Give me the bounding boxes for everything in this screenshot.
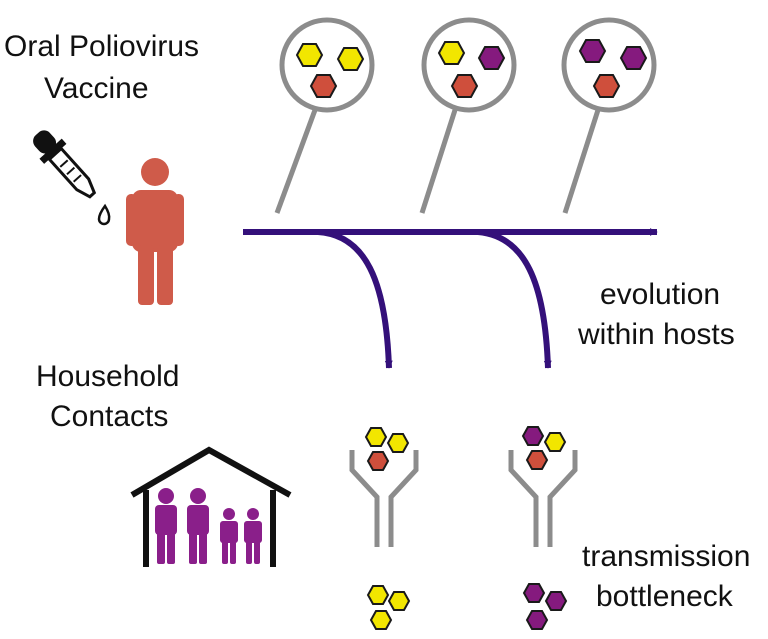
- virion-yellow: [366, 585, 390, 605]
- receptor-icon: [508, 426, 578, 547]
- receptor-icon: [349, 427, 419, 547]
- dropper-icon: [33, 130, 97, 199]
- virion-red: [450, 74, 479, 98]
- family-icon: [155, 488, 262, 564]
- transmission-arrow-1: [317, 229, 393, 369]
- transmitted-virions-2: [522, 583, 568, 630]
- magnifier-icon: [274, 17, 375, 214]
- virion-yellow: [386, 433, 410, 453]
- virion-purple: [522, 583, 546, 603]
- virion-yellow: [295, 43, 324, 67]
- vaccine-label-line1: Oral Poliovirus: [4, 30, 199, 63]
- virion-purple: [521, 426, 545, 446]
- evolution-label-line2: within hosts: [577, 318, 735, 351]
- virion-purple: [477, 46, 506, 70]
- virion-yellow: [336, 47, 365, 71]
- vaccine-label-line2: Vaccine: [44, 72, 149, 105]
- magnifier-icon: [419, 17, 517, 214]
- drop-icon: [97, 203, 111, 226]
- virion-purple: [619, 46, 648, 70]
- virion-red: [592, 74, 621, 98]
- contacts-label-line1: Household: [36, 360, 179, 393]
- virion-red: [309, 74, 338, 98]
- magnifier-icon: [561, 17, 657, 214]
- bottleneck-label-line1: transmission: [582, 540, 750, 573]
- contacts-label-line2: Contacts: [50, 400, 168, 433]
- virion-yellow: [437, 41, 466, 65]
- virion-purple: [525, 610, 549, 630]
- house-icon: [130, 446, 292, 567]
- virion-yellow: [364, 427, 388, 447]
- person-icon: [126, 158, 184, 305]
- virion-red: [366, 451, 390, 471]
- virion-purple: [578, 39, 607, 63]
- bottleneck-label-line2: bottleneck: [596, 580, 734, 613]
- virion-yellow: [369, 610, 393, 630]
- virion-yellow: [543, 432, 567, 452]
- virion-purple: [544, 591, 568, 611]
- transmitted-virions-1: [366, 585, 411, 630]
- virion-yellow: [387, 591, 411, 611]
- transmission-arrow-2: [477, 229, 552, 369]
- virion-red: [525, 450, 549, 470]
- evolution-label-line1: evolution: [600, 278, 720, 311]
